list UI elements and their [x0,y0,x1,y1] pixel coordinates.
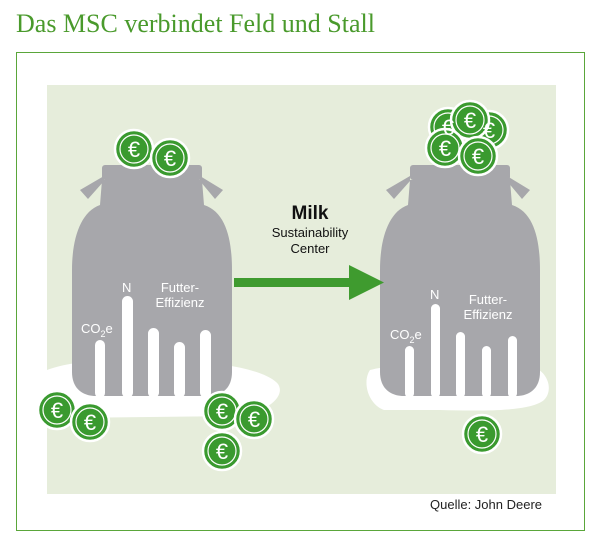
left-feed-efficiency-label: Futter-Effizienz [147,280,213,310]
euro-icon: € [84,410,96,435]
milk-sustainability-center-label: Milk Sustainability Center [240,203,380,257]
source-credit: Quelle: John Deere [430,497,542,512]
euro-icon: € [476,422,488,447]
sustainability-label: Sustainability [240,225,380,241]
right-n-label: N [430,287,439,302]
euro-icon: € [216,439,228,464]
center-label: Center [240,241,380,257]
euro-icon: € [248,407,260,432]
left-n-label: N [122,280,131,295]
milk-label: Milk [240,203,380,225]
euro-icon: € [164,146,176,171]
right-feed-efficiency-label: Futter-Effizienz [455,292,521,322]
left-co2-label: CO2e [81,321,113,338]
euro-icon: € [51,398,63,423]
euro-icon: € [128,137,140,162]
euro-icon: € [483,118,495,143]
euro-icon: € [464,108,476,133]
euro-icon: € [216,399,228,424]
right-co2-label: CO2e [390,327,422,344]
euro-icon: € [472,144,484,169]
euro-icon: € [439,136,451,161]
